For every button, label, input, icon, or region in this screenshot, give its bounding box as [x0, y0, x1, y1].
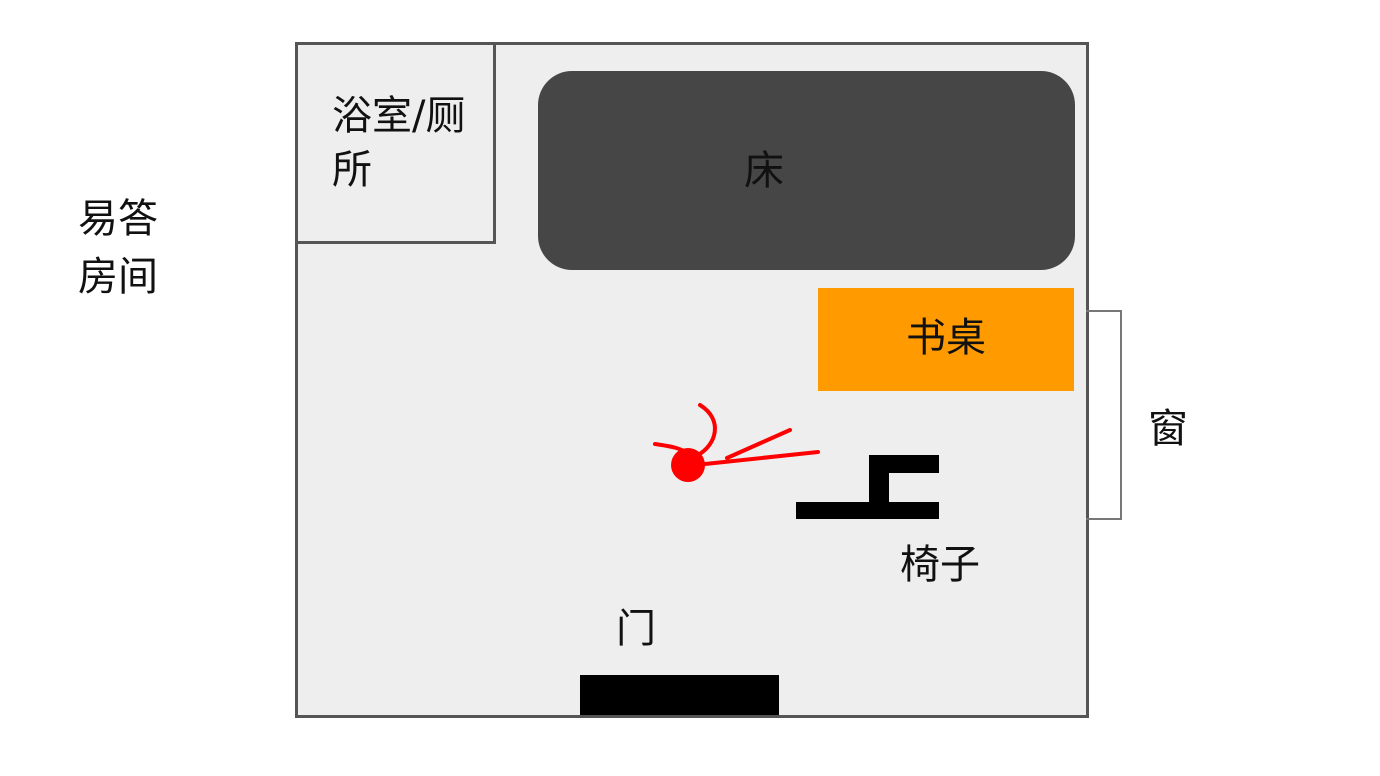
bed-label: 床	[744, 148, 784, 194]
desk-label: 书桌	[906, 315, 986, 361]
chair-label: 椅子	[900, 542, 980, 588]
room-title: 易答房间	[78, 196, 158, 300]
room-floor-plan: 浴室/厕所 床 书桌 椅子 门	[295, 42, 1089, 718]
chair-seat	[796, 502, 939, 519]
bathroom: 浴室/厕所	[298, 45, 496, 244]
bed: 床	[538, 71, 1075, 270]
bathroom-label: 浴室/厕所	[332, 93, 466, 193]
door-label: 门	[616, 606, 656, 652]
window-label: 窗	[1148, 406, 1188, 452]
door	[580, 675, 779, 715]
chair-arm	[869, 455, 939, 473]
window-bracket	[1086, 310, 1122, 520]
desk: 书桌	[818, 288, 1074, 391]
